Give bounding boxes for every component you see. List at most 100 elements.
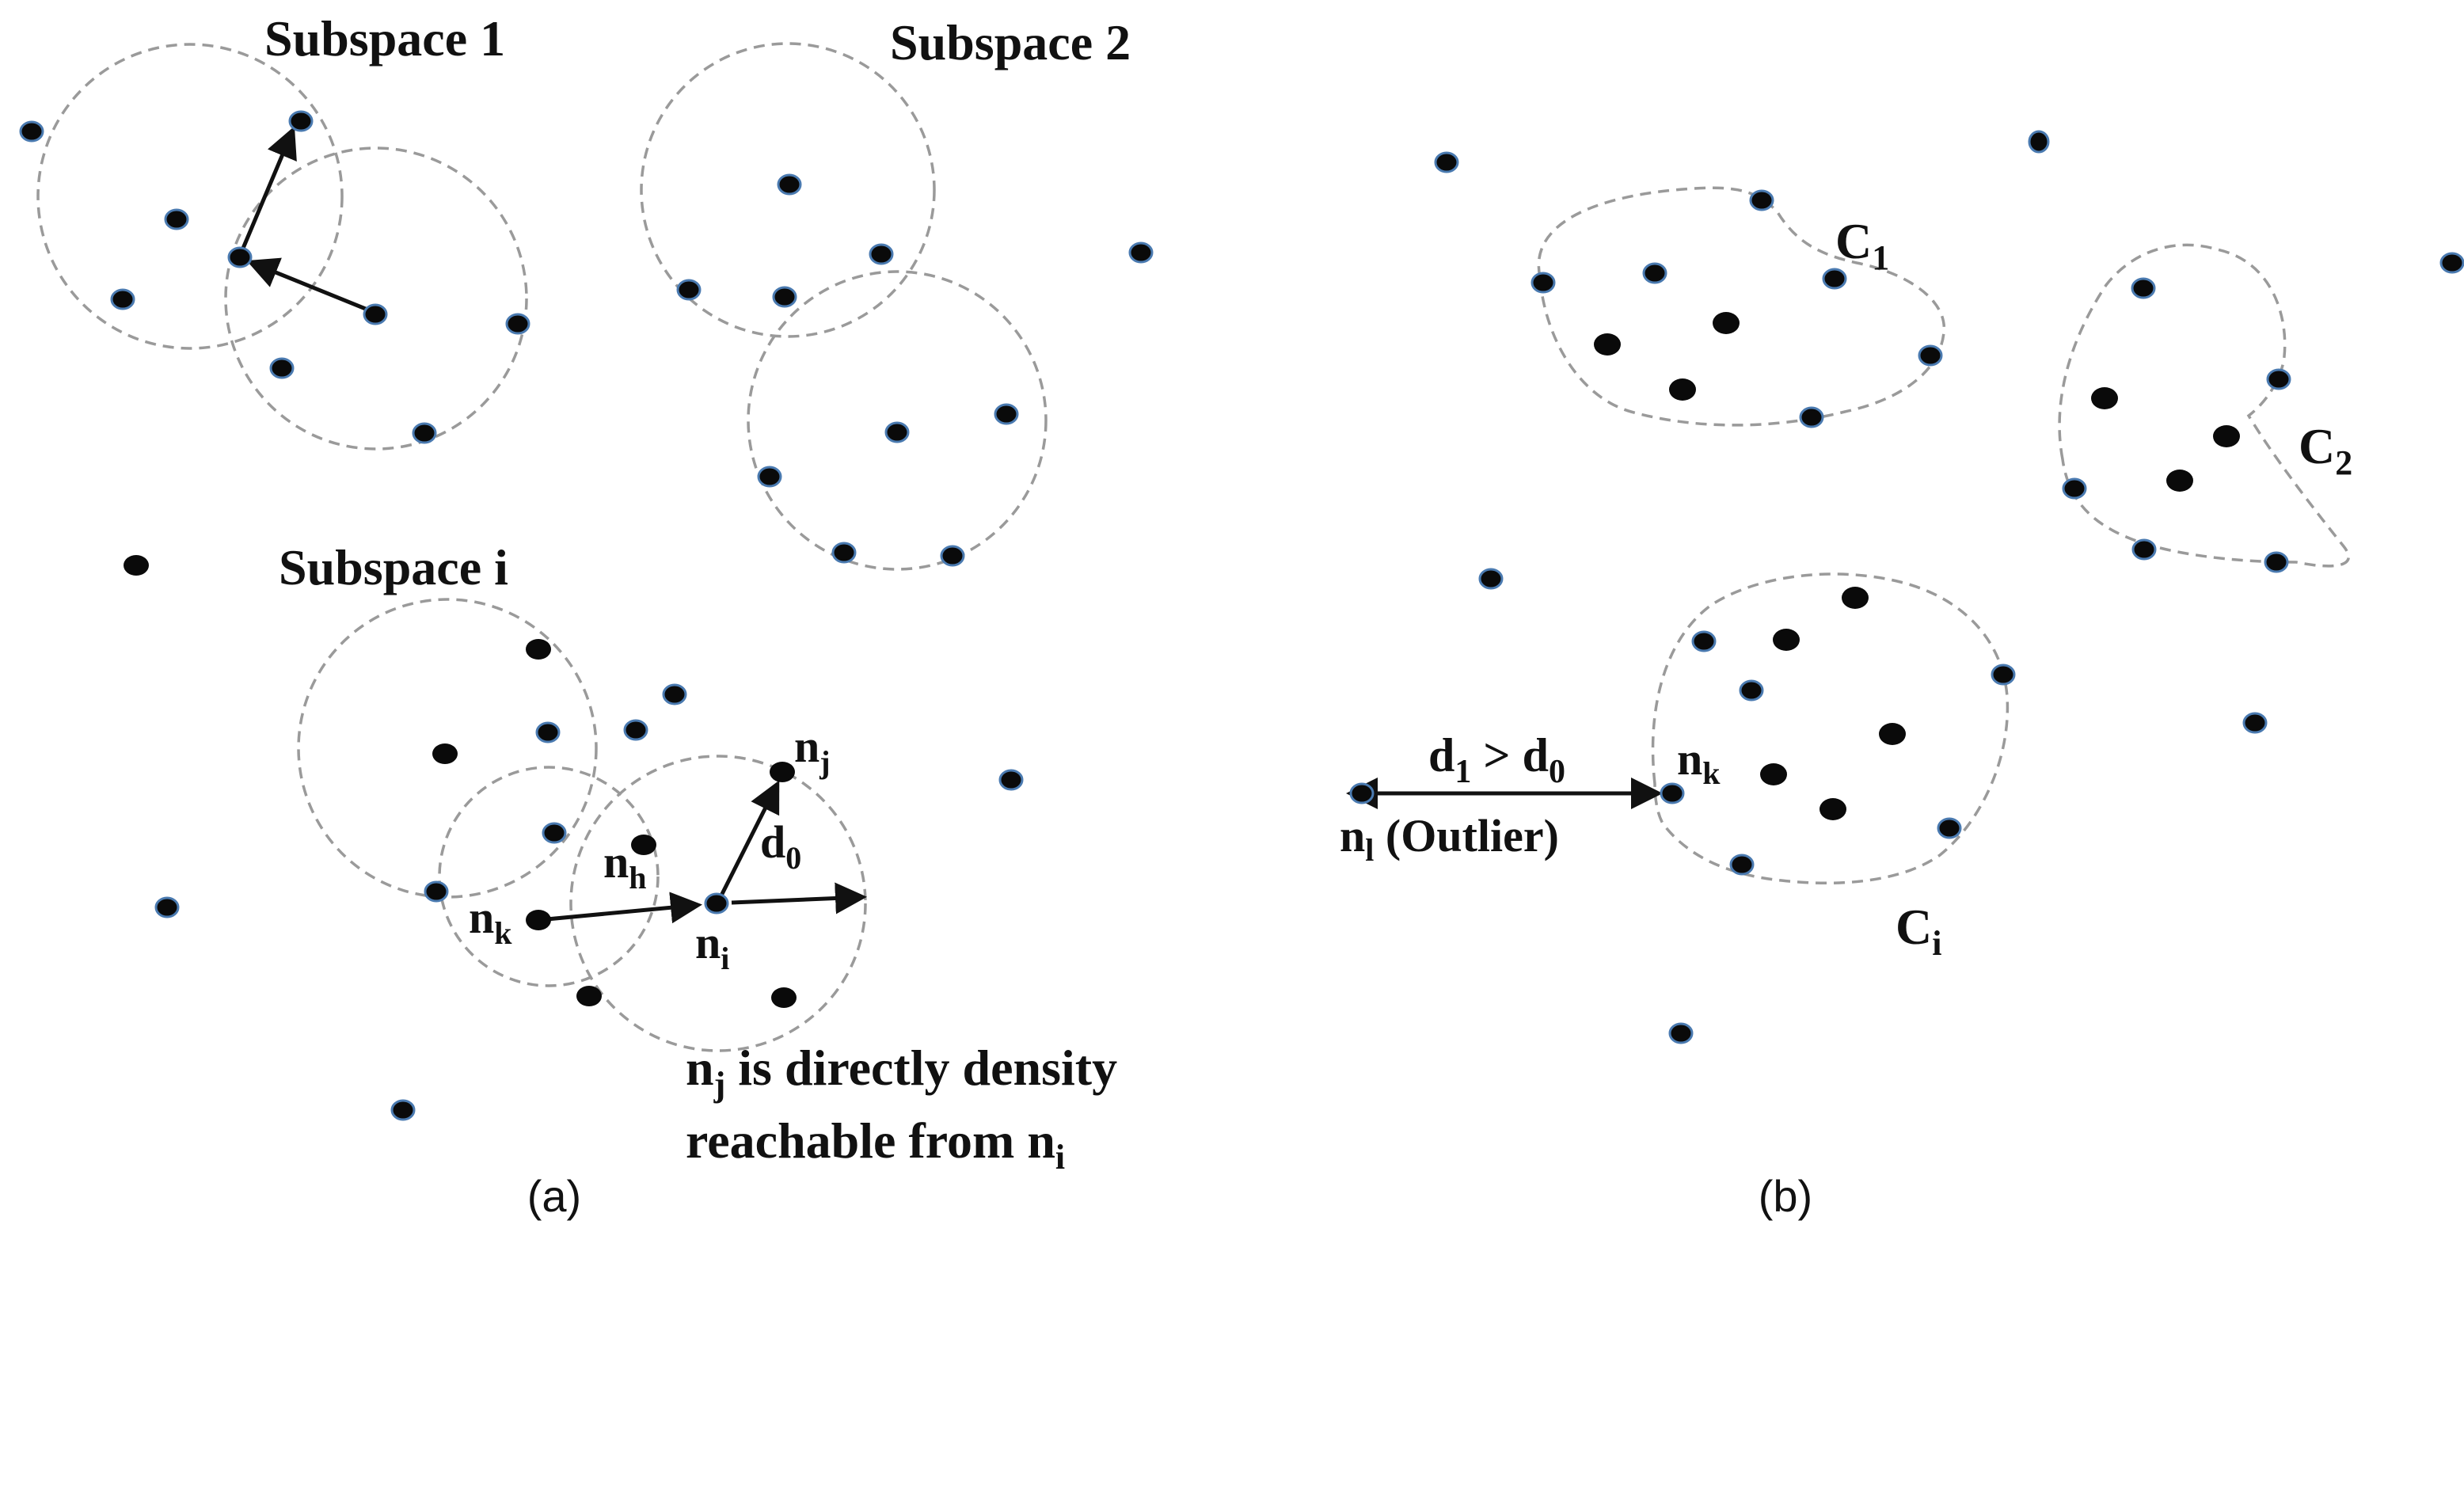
border-point (704, 892, 729, 915)
node-ni-sub: i (721, 941, 729, 976)
core-point (1842, 587, 1869, 609)
neighbourhood-circle (36, 43, 344, 350)
border-point (623, 719, 648, 741)
cluster-2-contour (2058, 243, 2350, 568)
subspace-2-label: Subspace 2 (890, 14, 1131, 70)
border-point (998, 769, 1024, 791)
node-nk-label: nk (469, 892, 512, 951)
node-nk-sub: k (494, 915, 512, 951)
border-point (424, 880, 449, 903)
statement-ni-sub: i (1055, 1138, 1065, 1177)
border-point (884, 421, 910, 443)
border-point (2264, 551, 2289, 573)
cluster-1-base: C (1835, 213, 1872, 269)
border-point (1799, 406, 1824, 428)
border-point (1434, 151, 1459, 173)
node-nj-sub: j (819, 744, 830, 780)
d0-base: d (760, 816, 785, 868)
border-point (1691, 630, 1717, 652)
core-point (1594, 333, 1621, 356)
border-point (1822, 268, 1847, 290)
distance-d0: d (1523, 729, 1549, 781)
subspace-i-label: Subspace i (279, 539, 508, 595)
node-nk-base: n (469, 892, 494, 943)
statement-nj-sub: j (713, 1065, 726, 1104)
outlier-base: n (1340, 810, 1365, 861)
border-point (535, 721, 561, 743)
border-point (1739, 679, 1764, 702)
core-point (576, 986, 602, 1006)
node-nk-b-base: n (1677, 733, 1702, 785)
neighbourhood-circle (297, 598, 598, 899)
border-point (994, 403, 1019, 425)
radius-arrow (731, 882, 867, 915)
border-points-b (1349, 130, 2464, 1044)
node-nk-b-sub: k (1702, 755, 1721, 791)
outlier-rest: (Outlier) (1374, 810, 1559, 861)
core-point (1760, 763, 1787, 785)
distance-d0-sub: 0 (1549, 754, 1565, 790)
node-nj-label: nj (794, 721, 831, 780)
border-point (2242, 712, 2268, 734)
border-point (772, 286, 797, 308)
core-point (770, 762, 795, 782)
core-point (432, 743, 458, 764)
core-point (124, 555, 149, 576)
neighbourhood-circle (747, 270, 1048, 571)
core-point (526, 910, 551, 930)
core-point (526, 639, 551, 660)
border-point (1128, 241, 1154, 264)
d0-arrow (719, 780, 780, 897)
border-point (269, 357, 295, 379)
outlier-label: nl (Outlier) (1340, 810, 1559, 868)
border-point (676, 279, 702, 301)
caption-b: (b) (1759, 1171, 1812, 1221)
core-point (1669, 378, 1696, 401)
statement-text: reachable from n (686, 1112, 1055, 1169)
border-point (1668, 1022, 1694, 1044)
border-point (1937, 817, 1962, 839)
border-points (19, 110, 1154, 1121)
border-point (1478, 568, 1504, 590)
node-ni-base: n (695, 917, 721, 968)
panel-a: Subspace 1 Subspace 2 Subspace i nj d0 n… (19, 10, 1154, 1221)
reach-arrow (246, 257, 376, 315)
cluster-2-base: C (2299, 418, 2335, 474)
core-point (1819, 798, 1846, 820)
neighbourhood-circle (438, 766, 660, 987)
border-point (777, 173, 802, 196)
outlier-sub: l (1365, 832, 1374, 868)
cluster-1-sub: 1 (1872, 238, 1889, 277)
node-nh-base: n (603, 836, 629, 888)
core-points (124, 555, 797, 1008)
cluster-i-label: Ci (1896, 899, 1941, 963)
border-point (869, 243, 894, 265)
border-point (2439, 252, 2464, 274)
node-nk-b-label: nk (1677, 733, 1721, 791)
border-point (227, 246, 253, 268)
node-nj-base: n (794, 721, 819, 772)
border-point (390, 1099, 416, 1121)
cluster-i-sub: i (1932, 924, 1941, 963)
border-point (19, 120, 44, 143)
border-point (662, 683, 687, 705)
reach-arrow (538, 892, 702, 924)
distance-d1-sub: 1 (1454, 754, 1471, 790)
statement-nj-base: n (686, 1040, 714, 1096)
border-point (1642, 262, 1667, 284)
distance-op: > (1471, 729, 1522, 781)
border-point (1991, 664, 2016, 686)
border-point (2028, 130, 2050, 154)
border-point (363, 303, 388, 325)
border-point (1749, 189, 1774, 211)
border-point (757, 466, 782, 488)
core-point (1773, 629, 1800, 651)
core-point (771, 987, 797, 1008)
core-point (1879, 723, 1906, 745)
border-point (164, 208, 189, 230)
border-point (288, 110, 314, 132)
cluster-i-base: C (1896, 899, 1932, 955)
statement-rest: is directly density (725, 1040, 1117, 1096)
core-point (2166, 470, 2193, 492)
